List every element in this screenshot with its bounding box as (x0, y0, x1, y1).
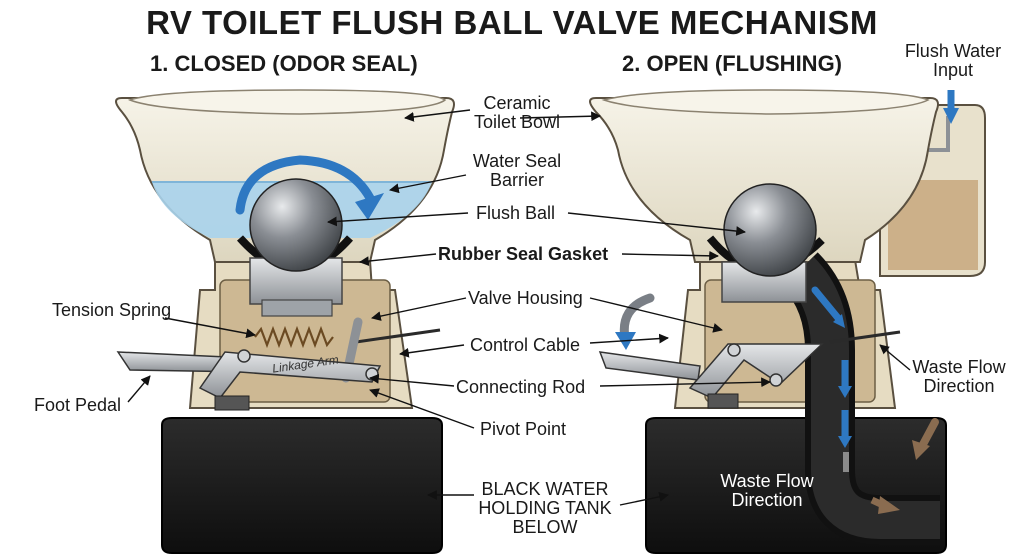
label-waste-flow-right: Waste Flow Direction (912, 357, 1006, 396)
holding-tank-left (161, 417, 443, 554)
label-tension-spring: Tension Spring (52, 300, 172, 320)
diagram-title: RV TOILET FLUSH BALL VALVE MECHANISM (146, 4, 878, 41)
label-rubber-seal: Rubber Seal Gasket (438, 244, 609, 264)
label-flush-ball: Flush Ball (476, 203, 556, 223)
label-valve-housing: Valve Housing (468, 288, 583, 308)
label-flush-water: Flush Water Input (904, 41, 1002, 80)
flush-ball-right (723, 183, 817, 277)
control-cable-right (829, 330, 901, 344)
tension-spring (254, 325, 334, 349)
label-connecting-rod: Connecting Rod (456, 377, 586, 397)
open-heading: 2. OPEN (FLUSHING) (622, 51, 843, 76)
pivot-point-right (769, 373, 783, 387)
rotation-arrow (235, 155, 375, 215)
closed-panel (115, 89, 455, 554)
label-water-seal: Water Seal Barrier (472, 151, 562, 190)
label-control-cable: Control Cable (470, 335, 581, 355)
label-black-tank: BLACK WATER HOLDING TANK BELOW (478, 479, 612, 537)
closed-heading: 1. CLOSED (ODOR SEAL) (150, 51, 418, 76)
open-panel (589, 89, 986, 554)
label-ceramic-bowl: Ceramic Toilet Bowl (473, 93, 561, 132)
control-cable-left (355, 328, 441, 344)
label-waste-flow-tank: Waste Flow Direction (720, 471, 814, 510)
label-foot-pedal: Foot Pedal (34, 395, 122, 415)
label-pivot-point: Pivot Point (480, 419, 567, 439)
leader-lines (127, 109, 911, 506)
flush-ball-left (249, 178, 343, 272)
